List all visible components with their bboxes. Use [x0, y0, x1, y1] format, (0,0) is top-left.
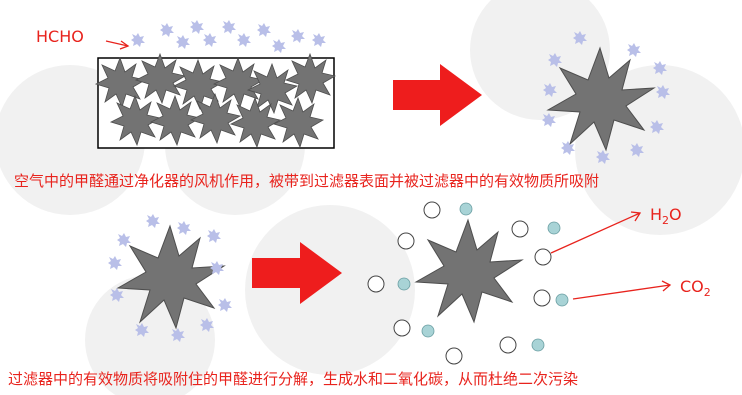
- process-arrow-top: [393, 64, 482, 126]
- decomposition-star: [415, 219, 523, 323]
- caption-top: 空气中的甲醛通过净化器的风机作用，被带到过滤器表面并被过滤器中的有效物质所吸附: [14, 172, 600, 190]
- hcho-label: HCHO: [36, 27, 84, 46]
- product-molecules: [367, 201, 569, 365]
- co2-main: CO: [680, 277, 704, 296]
- co2-subscript: 2: [703, 286, 711, 300]
- h2o-subscript: 2: [662, 214, 670, 228]
- caption-bottom: 过滤器中的有效物质将吸附住的甲醛进行分解，生成水和二氧化碳，从而杜绝二次污染: [8, 370, 579, 388]
- free-molecules: [131, 20, 326, 53]
- product-arrows: [550, 211, 672, 300]
- hcho-pointer-arrow: [105, 40, 130, 50]
- co2-label: CO2: [680, 277, 711, 299]
- process-arrow-bottom: [252, 242, 342, 304]
- h2o-label: H2O: [650, 205, 682, 227]
- h2o-tail: O: [669, 205, 682, 224]
- h2o-main: H: [650, 205, 663, 224]
